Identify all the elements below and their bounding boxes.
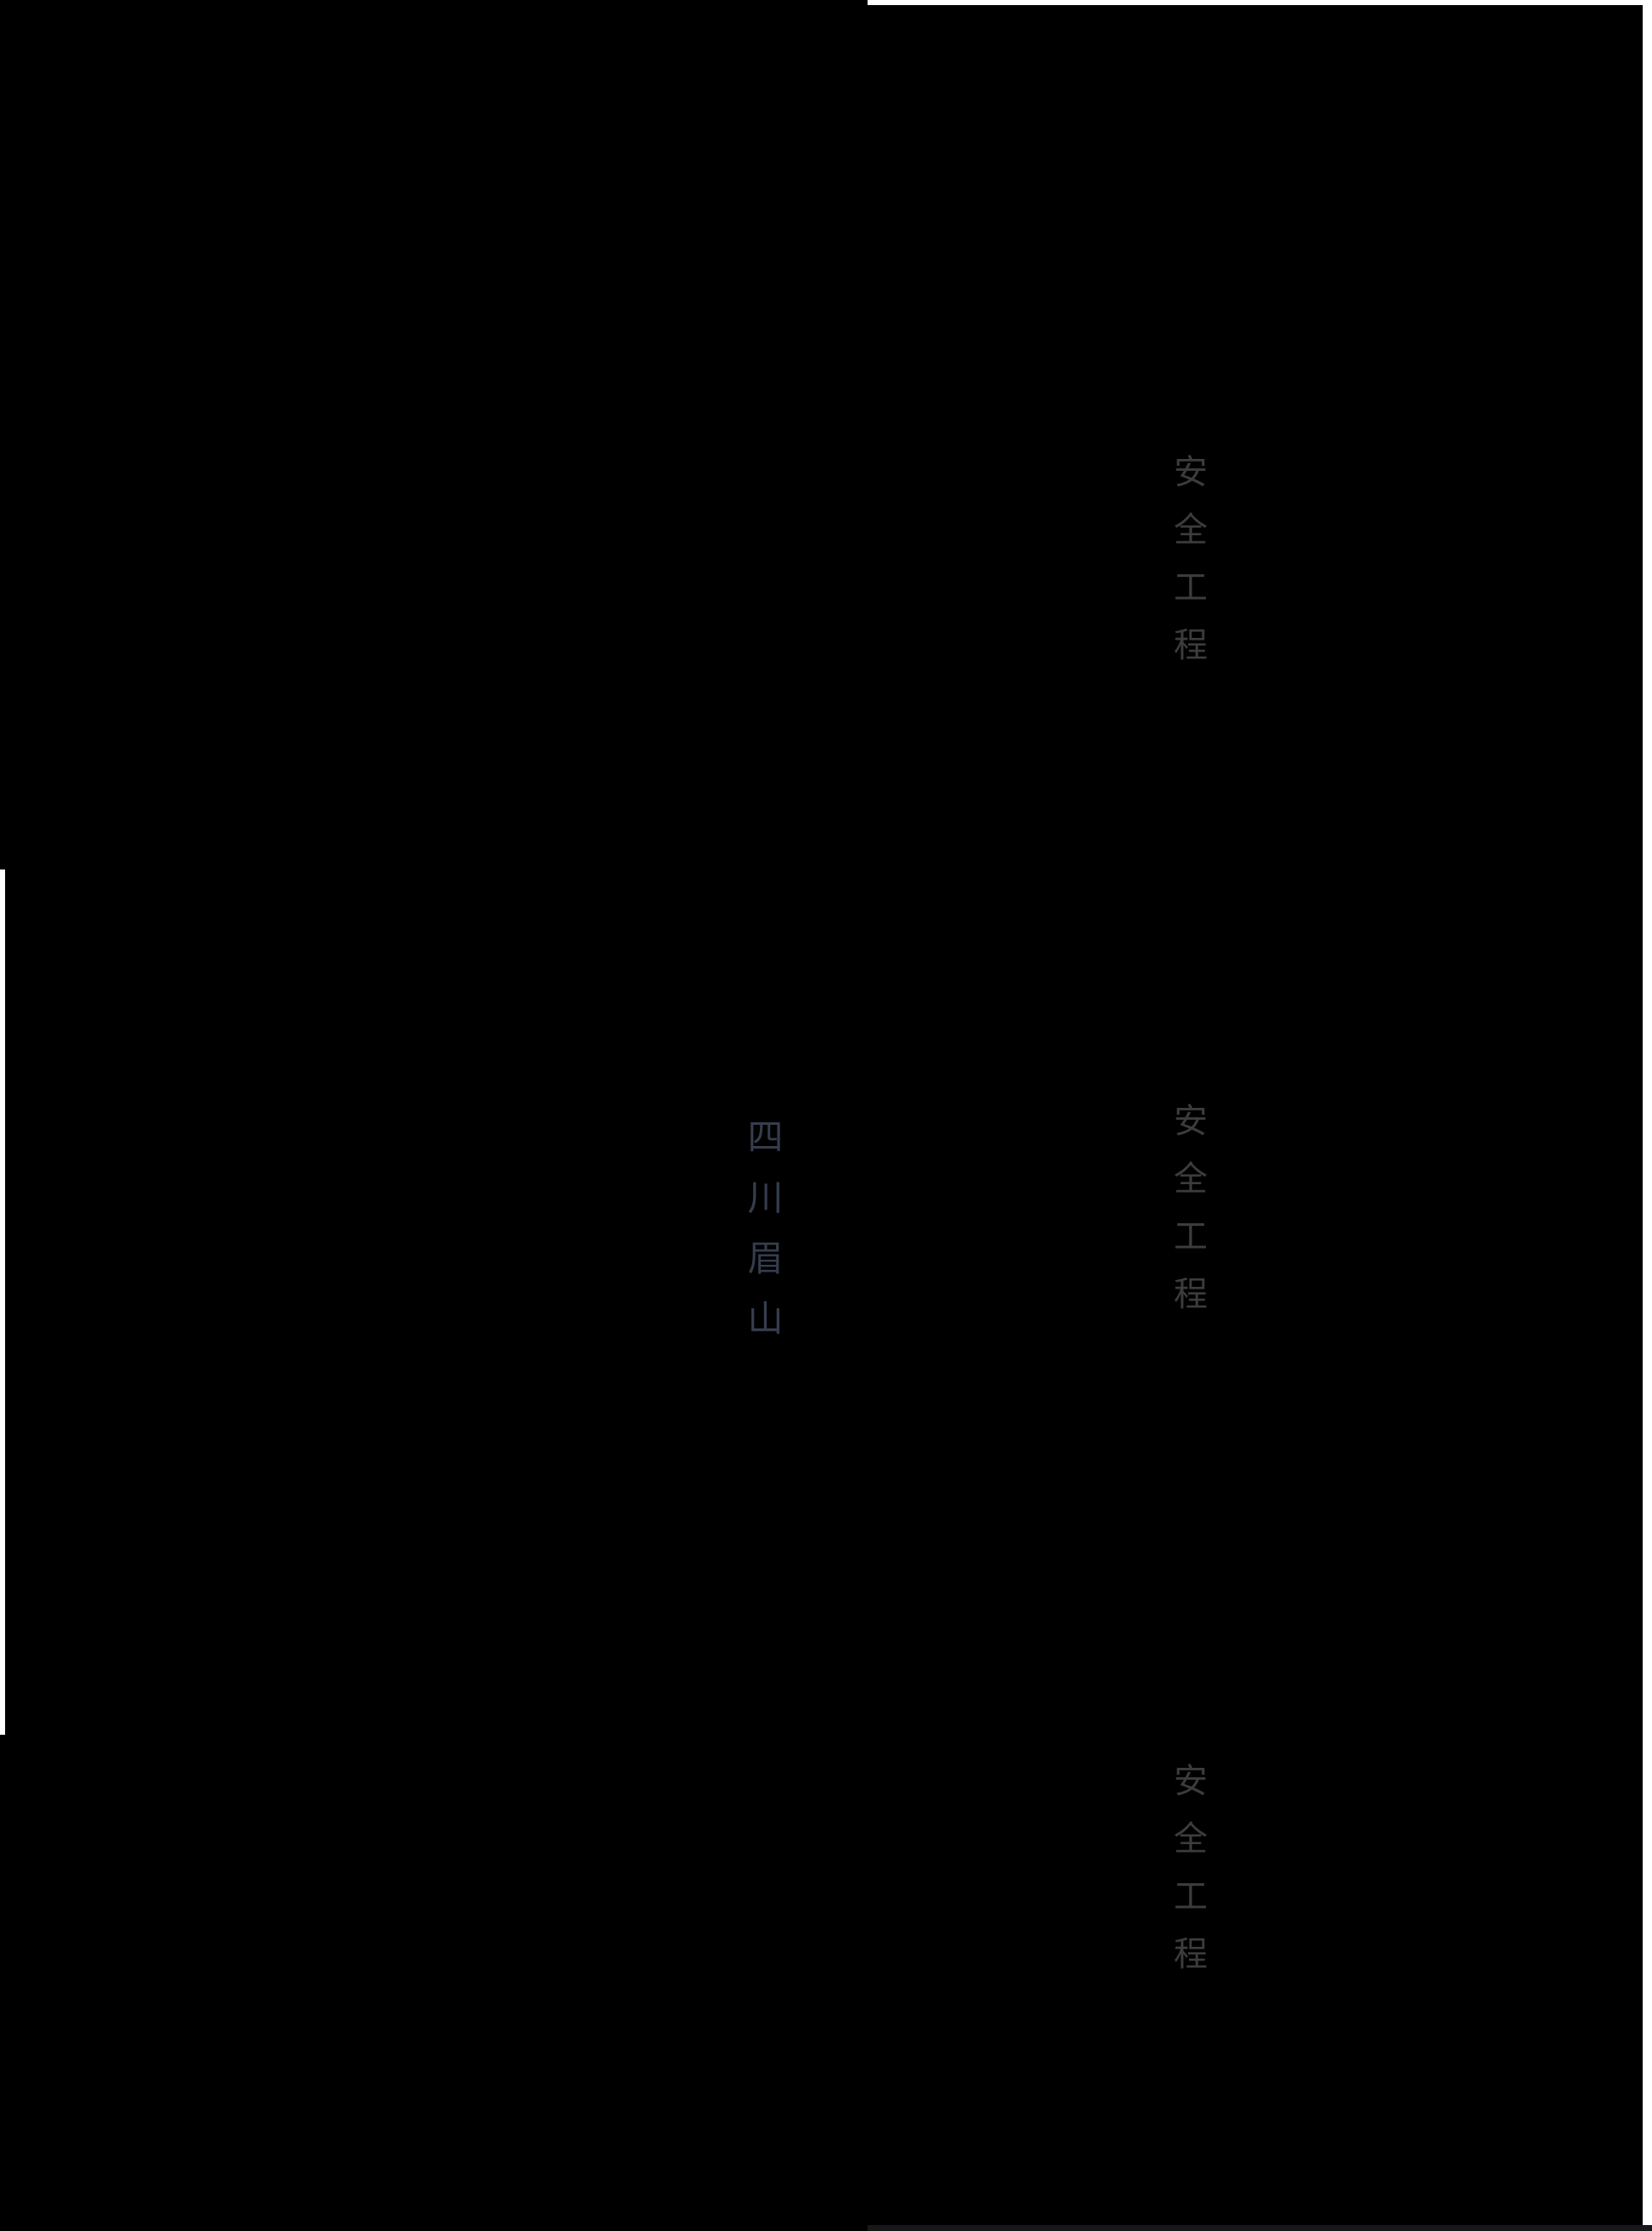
- vertical-label-region-sichuan-meishan: 四川眉山: [742, 1118, 784, 1361]
- vertical-label-safety-engineering-bottom: 安全工程: [1168, 1763, 1207, 1993]
- left-edge-strip: [0, 869, 5, 1735]
- right-edge-strip: [1643, 0, 1652, 2231]
- top-edge-strip: [868, 0, 1652, 5]
- vertical-label-safety-engineering-top: 安全工程: [1168, 454, 1207, 685]
- vertical-label-safety-engineering-middle: 安全工程: [1168, 1103, 1207, 1334]
- bottom-edge-strip: [868, 2225, 1652, 2231]
